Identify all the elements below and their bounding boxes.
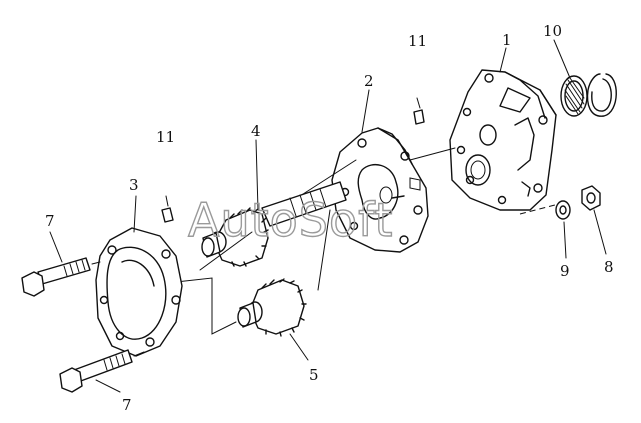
part-3-front-cover bbox=[95, 227, 183, 357]
part-9-washer bbox=[555, 200, 571, 220]
part-8-nut bbox=[581, 185, 601, 211]
callout-3: 3 bbox=[129, 176, 139, 194]
callout-1: 1 bbox=[502, 31, 512, 49]
callout-5: 5 bbox=[309, 366, 319, 384]
callout-7-lower: 7 bbox=[122, 396, 132, 414]
part-11-dowel-pin-upper bbox=[413, 97, 425, 125]
callout-11-upper: 11 bbox=[408, 32, 427, 50]
snap-ring bbox=[586, 73, 617, 117]
callout-4: 4 bbox=[251, 122, 261, 140]
part-5-driven-gear bbox=[237, 278, 307, 337]
callout-7-upper: 7 bbox=[45, 212, 55, 230]
part-7-bolt-upper bbox=[21, 257, 101, 297]
callout-11-lower: 11 bbox=[156, 128, 175, 146]
callout-9: 9 bbox=[560, 262, 570, 280]
part-10-bearing bbox=[560, 75, 588, 117]
watermark: AutoSoft bbox=[188, 193, 394, 247]
callout-10: 10 bbox=[543, 22, 562, 40]
leader-lines bbox=[49, 39, 607, 393]
part-11-dowel-pin-lower bbox=[161, 195, 174, 223]
part-1-housing bbox=[449, 69, 557, 211]
callout-2: 2 bbox=[364, 72, 374, 90]
part-4-drive-gear-shaft bbox=[201, 181, 347, 267]
part-7-bolt-lower bbox=[59, 349, 145, 393]
callout-8: 8 bbox=[604, 258, 614, 276]
